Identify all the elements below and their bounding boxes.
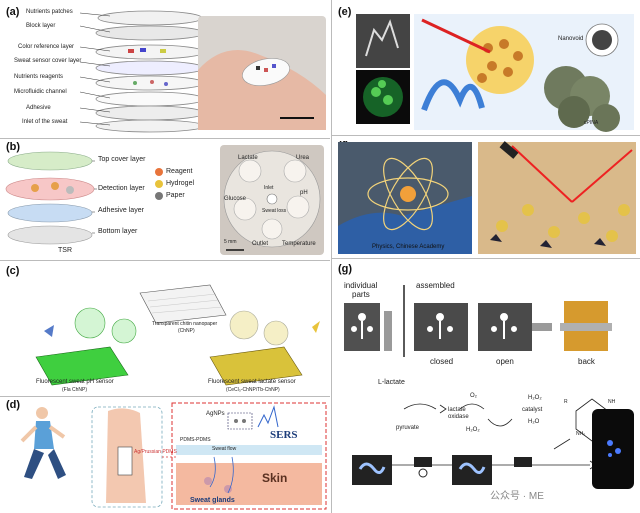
c-right-sensor: Fluorescent sweat lactate sensor (208, 379, 296, 385)
g-r: R (564, 399, 568, 405)
panel-e-label: (e) (338, 6, 352, 18)
divider (331, 0, 332, 513)
legend-reagent: Reagent (166, 168, 193, 175)
panel-f: (f) Physics, Chinese Academy (332, 136, 640, 258)
e-cpina: cPINA (584, 120, 599, 126)
divider (0, 396, 330, 397)
panel-a: (a) Nutrients patches Block layer Color … (0, 0, 330, 138)
b-label-tsr: TSR (58, 247, 72, 254)
layer-label-nutrients-patches: Nutrients patches (26, 9, 73, 15)
d-device: Ag/Prussian PDMS (134, 449, 177, 455)
c-left-sub: (Fla ChNP) (62, 387, 88, 393)
chip-temperature: Temperature (282, 241, 316, 247)
layer-label-microfluidic: Microfluidic channel (14, 89, 67, 95)
layer-label-color-reference: Color reference layer (18, 44, 75, 50)
b-label-top-cover: Top cover layer (98, 156, 146, 163)
b-label-detection: Detection layer (98, 185, 145, 192)
c-paper-label: Transparent chitin nanopaper (152, 321, 218, 327)
panel-a-label: (a) (6, 6, 20, 18)
d-pdms: PDMS-PDMS (180, 437, 211, 443)
chip-glucose: Glucose (224, 196, 247, 202)
legend-paper: Paper (166, 192, 185, 199)
g-nh2: NH₂ (576, 431, 586, 437)
panel-c-sensors (35, 284, 320, 386)
b-label-adhesive: Adhesive layer (98, 207, 144, 214)
panel-d-label: (d) (6, 399, 21, 411)
legend-hydrogel: Hydrogel (166, 180, 195, 187)
d-sweat-flow: Sweat flow (212, 446, 237, 452)
panel-e: (e) Nanovoid cPINA (332, 0, 640, 135)
panel-b-label: (b) (6, 141, 21, 153)
layer-label-sweat-sensor-cover: Sweat sensor cover layer (14, 58, 82, 64)
g-closed: closed (430, 357, 454, 366)
panel-g: (g) individual parts assembled clos (332, 259, 640, 513)
d-sers: SERS (270, 429, 298, 441)
panel-d-sers-diagram (20, 402, 327, 510)
d-agnps: AgNPs (206, 411, 225, 417)
g-individual: individual (344, 281, 378, 290)
c-left-sensor: Fluorescent sweat pH sensor (36, 379, 114, 385)
g-assembled: assembled (416, 281, 455, 290)
g-enzyme-2: oxidase (448, 414, 469, 420)
chip-urea: Urea (296, 155, 310, 161)
chip-outlet: Outlet (252, 241, 269, 247)
g-h2o2-b: H₂O₂ (528, 395, 542, 401)
chip-sweat-loss: Sweat loss (262, 208, 287, 214)
layer-label-nutrients-reagents: Nutrients reagents (14, 74, 64, 80)
divider (332, 135, 640, 136)
chip-ph: pH (300, 190, 308, 196)
g-enzyme-1: lactate (448, 407, 466, 413)
chip-lactate: Lactate (238, 155, 258, 161)
panel-f-illustration (338, 141, 636, 254)
g-l-lactate: L-lactate (378, 379, 405, 386)
g-back: back (578, 357, 595, 366)
watermark: 公众号 · ME (490, 491, 544, 502)
c-paper-sub: (ChNP) (178, 328, 195, 334)
g-o2: O₂ (470, 393, 477, 399)
g-nh: NH (608, 399, 616, 405)
e-nanovoid: Nanovoid (558, 36, 584, 42)
panel-c-label: (c) (6, 265, 20, 277)
g-parts: parts (352, 290, 370, 299)
g-h2o2: H₂O₂ (466, 427, 480, 433)
g-pyruvate: pyruvate (396, 425, 420, 431)
d-glands: Sweat glands (190, 497, 235, 504)
layer-label-block: Block layer (26, 23, 56, 29)
panel-g-label: (g) (338, 263, 353, 275)
divider (332, 258, 640, 259)
panel-e-nanovoid-illustration (356, 14, 634, 132)
g-h2o: H₂O (528, 419, 540, 425)
chip-inlet: Inlet (264, 185, 274, 191)
layer-label-adhesive: Adhesive (26, 105, 51, 111)
c-right-sub: (CeCl₃-ChNP/Tb-ChNP) (226, 387, 280, 393)
panel-g-patch-illustration (344, 285, 634, 489)
panel-b-exploded-view (5, 145, 324, 255)
b-scale: 5 mm (224, 239, 237, 245)
panel-b: (b) Top cover layer Detection layer Adhe… (0, 139, 330, 260)
d-skin: Skin (262, 471, 288, 485)
panel-a-exploded-view (79, 10, 326, 133)
layer-label-inlet: Inlet of the sweat (22, 119, 68, 125)
g-catalyst: catalyst (522, 407, 543, 413)
f-caption: Physics, Chinese Academy (372, 244, 445, 250)
divider (0, 138, 330, 139)
divider (0, 260, 330, 261)
g-open: open (496, 357, 514, 366)
panel-d: (d) AgNPs SERS PDMS-PDMS Sweat flow Skin… (0, 397, 330, 513)
b-label-bottom: Bottom layer (98, 228, 138, 235)
panel-c: (c) Transparent chitin nanopaper (ChNP) … (0, 261, 330, 396)
